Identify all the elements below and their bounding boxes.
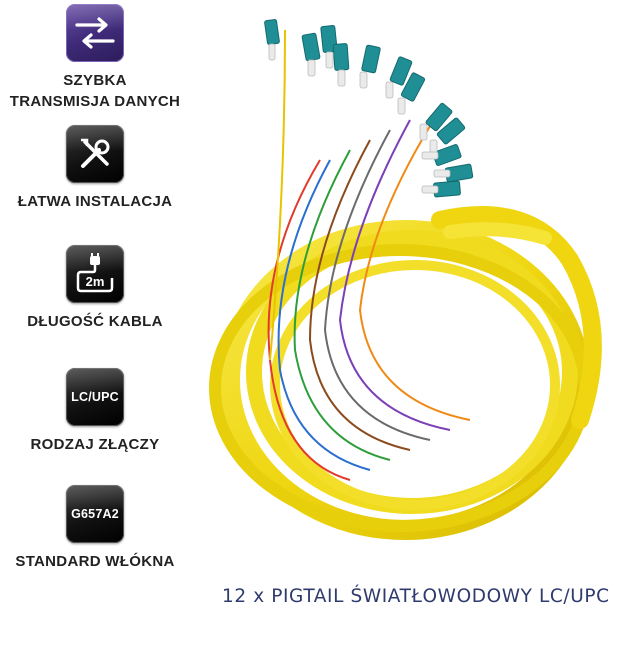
feature-label-line: TRANSMISJA DANYCH [9,93,181,110]
feature-label: DŁUGOŚĆ KABLA [27,311,163,332]
svg-text:2m: 2m [86,274,105,289]
feature-label: RODZAJ ZŁĄCZY [31,434,160,455]
feature-label: ŁATWA INSTALACJA [18,191,173,212]
feature-connector-type: LC/UPC RODZAJ ZŁĄCZY [0,368,190,455]
feature-fast-transmission: SZYBKA TRANSMISJA DANYCH [0,4,190,112]
feature-label-line: SZYBKA [63,72,127,89]
feature-label: SZYBKA TRANSMISJA DANYCH [10,70,180,112]
feature-fiber-standard: G657A2 STANDARD WŁÓKNA [0,485,190,572]
feature-label-line: STANDARD WŁÓKNA [15,553,175,570]
fiber-standard-badge: G657A2 [66,485,124,543]
connector-type-badge: LC/UPC [66,368,124,426]
badge-text: LC/UPC [71,390,119,404]
feature-label-line: DŁUGOŚĆ KABLA [27,313,163,330]
product-caption: 12 x PIGTAIL ŚWIATŁOWODOWY LC/UPC [222,586,610,607]
tools-wrench-screwdriver-icon [66,125,124,183]
feature-label-line: ŁATWA INSTALACJA [17,193,173,210]
badge-text: G657A2 [71,507,119,521]
feature-easy-installation: ŁATWA INSTALACJA [0,125,190,212]
data-transfer-arrows-icon [66,4,124,62]
fiber-pigtail-bundle-image [209,19,602,540]
cable-length-plug-icon: 2m [66,245,124,303]
feature-cable-length: 2m DŁUGOŚĆ KABLA [0,245,190,332]
feature-label-line: RODZAJ ZŁĄCZY [30,436,160,453]
feature-label: STANDARD WŁÓKNA [15,551,174,572]
